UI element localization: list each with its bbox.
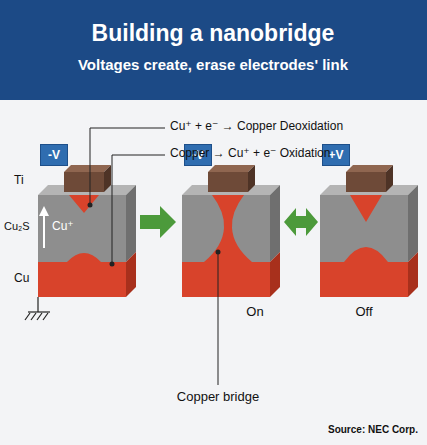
ti-electrode <box>346 172 386 192</box>
ti-side <box>104 165 111 192</box>
state-label: On <box>246 305 263 320</box>
leader-dot <box>88 203 93 208</box>
title: Building a nanobridge <box>92 20 335 46</box>
layer-name: Ti <box>14 174 24 188</box>
migration-arrow <box>43 214 45 248</box>
cu2s-layer <box>38 195 126 262</box>
migration-arrowhead <box>39 206 49 216</box>
block-side <box>126 252 136 297</box>
layer-name: Cu₂S <box>4 220 30 233</box>
layer-name: Cu <box>14 272 29 286</box>
reaction-label: Copper → Cu⁺ + e⁻ Oxidation <box>170 147 330 161</box>
ti-electrode <box>64 172 104 192</box>
voltage-box: -V <box>40 144 68 166</box>
copper-filament <box>344 195 388 262</box>
ti-electrode <box>208 172 248 192</box>
cu-layer <box>38 262 126 297</box>
ti-side <box>248 165 255 192</box>
cu-layer <box>182 262 270 297</box>
block-side <box>126 185 136 262</box>
block-side <box>270 252 280 297</box>
part-name: Copper bridge <box>177 390 259 405</box>
header-band <box>0 0 427 100</box>
voltage-label: -V <box>48 148 60 162</box>
block-side <box>270 185 280 262</box>
cu2s-layer <box>182 195 270 262</box>
leader-line <box>112 155 165 262</box>
subtitle: Voltages create, erase electrodes' link <box>78 56 348 73</box>
state-label: Off <box>355 305 372 320</box>
leader-dot <box>216 250 221 255</box>
block-side <box>408 252 418 297</box>
leader-dot <box>110 262 115 267</box>
reaction-label: Cu⁺ + e⁻ → Copper Deoxidation <box>170 120 343 134</box>
ion-label: Cu⁺ <box>52 220 74 234</box>
ground-symbol <box>25 297 50 320</box>
reversible-arrow <box>284 208 318 236</box>
cu2s-layer <box>320 195 408 262</box>
ti-side <box>386 165 393 192</box>
source-note: Source: NEC Corp. <box>328 424 418 436</box>
block-side <box>408 185 418 262</box>
leader-line <box>90 128 165 203</box>
voltage-label: +V <box>328 148 343 162</box>
ti-top <box>64 165 111 172</box>
ti-top <box>346 165 393 172</box>
leader-line <box>218 252 219 385</box>
copper-filament <box>204 195 252 262</box>
cu-layer <box>320 262 408 297</box>
transition-arrow <box>140 206 176 238</box>
ti-top <box>208 165 255 172</box>
